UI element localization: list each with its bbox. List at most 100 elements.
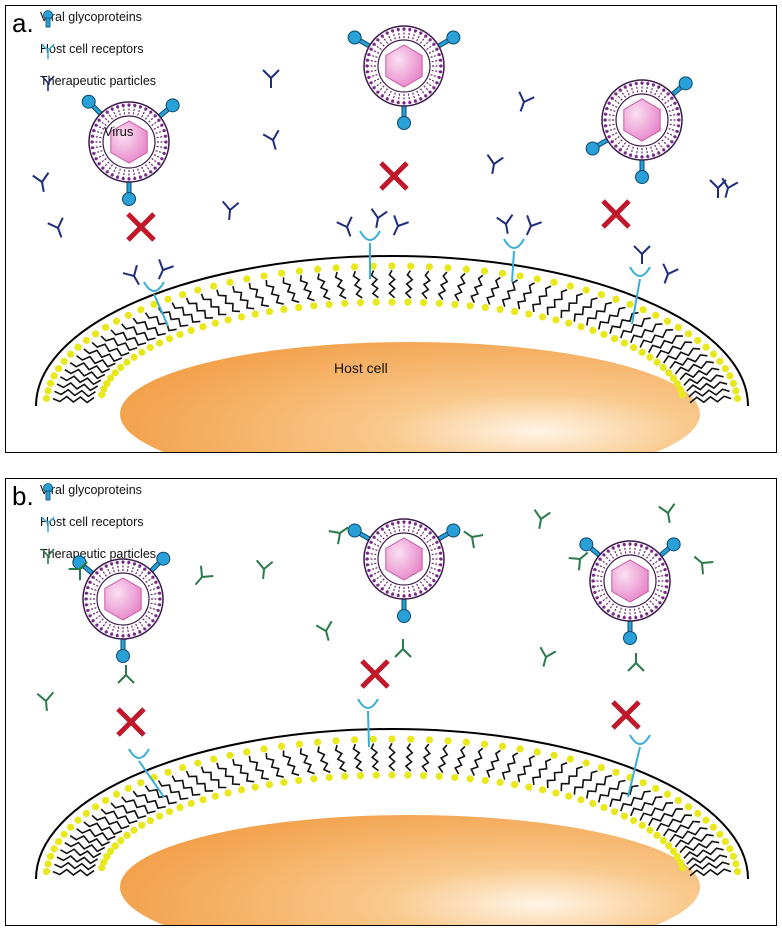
legend-therapeutic-particles-b: Therapeutic particles <box>40 547 157 564</box>
viral-glycoprotein <box>397 599 411 623</box>
blocked-x-mark <box>126 212 156 242</box>
host-receptor <box>359 230 381 279</box>
host-receptor <box>128 748 165 798</box>
virus-label: Virus <box>104 124 134 139</box>
host-receptor-icon <box>41 43 55 59</box>
therapeutic-particle <box>568 551 589 571</box>
viral-glycoprotein <box>659 537 681 558</box>
virus-particle <box>347 518 461 623</box>
legend-host-receptors-b: Host cell receptors <box>40 515 144 532</box>
therapeutic-particle <box>463 530 484 549</box>
blocked-x-mark <box>360 659 390 689</box>
viral-glycoprotein <box>437 30 461 49</box>
virus-core <box>611 559 649 603</box>
therapeutic-particle <box>315 620 333 641</box>
blocked-x-mark <box>379 161 409 191</box>
panel-a-diagram <box>32 25 749 452</box>
therapeutic-particle <box>709 179 727 198</box>
legend-receptor-label: Host cell receptors <box>40 42 144 56</box>
virus-particle <box>72 551 171 663</box>
therapeutic-particle <box>539 646 557 667</box>
host-receptor-icon <box>41 516 55 532</box>
host-cell-label: Host cell <box>334 360 388 376</box>
legend-viral-glycoproteins: Viral glycoproteins <box>40 10 142 28</box>
viral-glycoprotein <box>347 30 371 49</box>
host-cell <box>120 342 700 452</box>
therapeutic-particle <box>36 691 55 712</box>
viral-glycoprotein <box>635 160 649 184</box>
viral-glycoprotein <box>81 94 103 116</box>
host-cell-membrane <box>35 255 749 452</box>
virus-core <box>385 44 423 88</box>
legend-viral-label: Viral glycoproteins <box>40 10 142 24</box>
therapeutic-particle <box>157 259 174 280</box>
therapeutic-particle <box>194 565 214 586</box>
therapeutic-particle-icon <box>41 75 55 91</box>
therapeutic-particle <box>336 216 353 237</box>
therapeutic-particle <box>721 177 739 198</box>
viral-glycoprotein <box>671 76 693 97</box>
virus-core <box>623 98 661 142</box>
panel-b-diagram <box>35 503 749 925</box>
viral-glycoprotein <box>579 537 601 558</box>
virus-particle <box>585 76 693 184</box>
therapeutic-particle <box>68 561 88 581</box>
viral-glycoprotein <box>623 621 637 645</box>
blocked-x-mark <box>611 700 641 730</box>
legend-therapeutic-label-b: Therapeutic particles <box>40 547 157 561</box>
therapeutic-particle <box>627 653 645 672</box>
panel-b-letter: b. <box>12 481 34 511</box>
therapeutic-particle-icon <box>41 548 55 564</box>
therapeutic-particle <box>117 665 135 684</box>
therapeutic-particle <box>533 509 551 530</box>
viral-glycoprotein <box>122 182 136 206</box>
host-cell-membrane <box>35 728 749 925</box>
host-receptor <box>627 734 651 798</box>
panel-b: b. Viral glycoproteins Host cell recepto… <box>5 478 777 926</box>
viral-glycoprotein <box>585 137 609 156</box>
legend-viral-glycoproteins-b: Viral glycoproteins <box>40 483 142 501</box>
therapeutic-particle <box>525 215 542 236</box>
virus-particle <box>579 537 681 645</box>
legend-host-receptors: Host cell receptors <box>40 42 144 59</box>
therapeutic-particle <box>662 263 679 284</box>
host-receptor <box>143 281 169 327</box>
virus-core <box>385 537 423 581</box>
legend-receptor-label-b: Host cell receptors <box>40 515 144 529</box>
therapeutic-particle <box>122 264 140 286</box>
therapeutic-particle <box>370 208 388 229</box>
panel-a: a. Viral glycoproteins Host cell recepto… <box>5 5 777 453</box>
panel-a-letter: a. <box>12 8 34 38</box>
therapeutic-particle <box>392 215 409 236</box>
host-receptor <box>357 698 379 748</box>
viral-glycoprotein <box>158 98 180 119</box>
legend-therapeutic-label: Therapeutic particles <box>40 74 157 88</box>
viral-glycoprotein <box>437 523 461 542</box>
virus-core <box>104 577 142 621</box>
therapeutic-particle <box>693 555 714 575</box>
viral-glycoprotein-icon <box>43 10 53 28</box>
therapeutic-particle <box>518 91 535 112</box>
legend-therapeutic-particles: Therapeutic particles <box>40 74 157 91</box>
therapeutic-particle <box>262 69 280 88</box>
viral-glycoprotein-icon <box>43 483 53 501</box>
therapeutic-particle <box>486 154 504 175</box>
therapeutic-particle <box>658 503 676 524</box>
therapeutic-particle <box>633 245 651 264</box>
therapeutic-particle <box>32 172 50 193</box>
viral-glycoprotein <box>347 523 371 542</box>
virus-particle <box>81 94 180 206</box>
host-receptor <box>629 266 651 325</box>
therapeutic-particle <box>262 129 280 150</box>
viral-glycoprotein <box>72 555 94 576</box>
virus-core <box>110 120 148 164</box>
blocked-x-mark <box>116 707 146 737</box>
therapeutic-particle <box>496 214 514 235</box>
therapeutic-particle <box>328 526 349 545</box>
therapeutic-particle <box>255 559 274 580</box>
host-receptor <box>503 238 525 283</box>
viral-glycoprotein <box>149 551 171 573</box>
legend-viral-label-b: Viral glycoproteins <box>40 483 142 497</box>
host-cell <box>120 815 700 925</box>
viral-glycoprotein <box>397 106 411 130</box>
